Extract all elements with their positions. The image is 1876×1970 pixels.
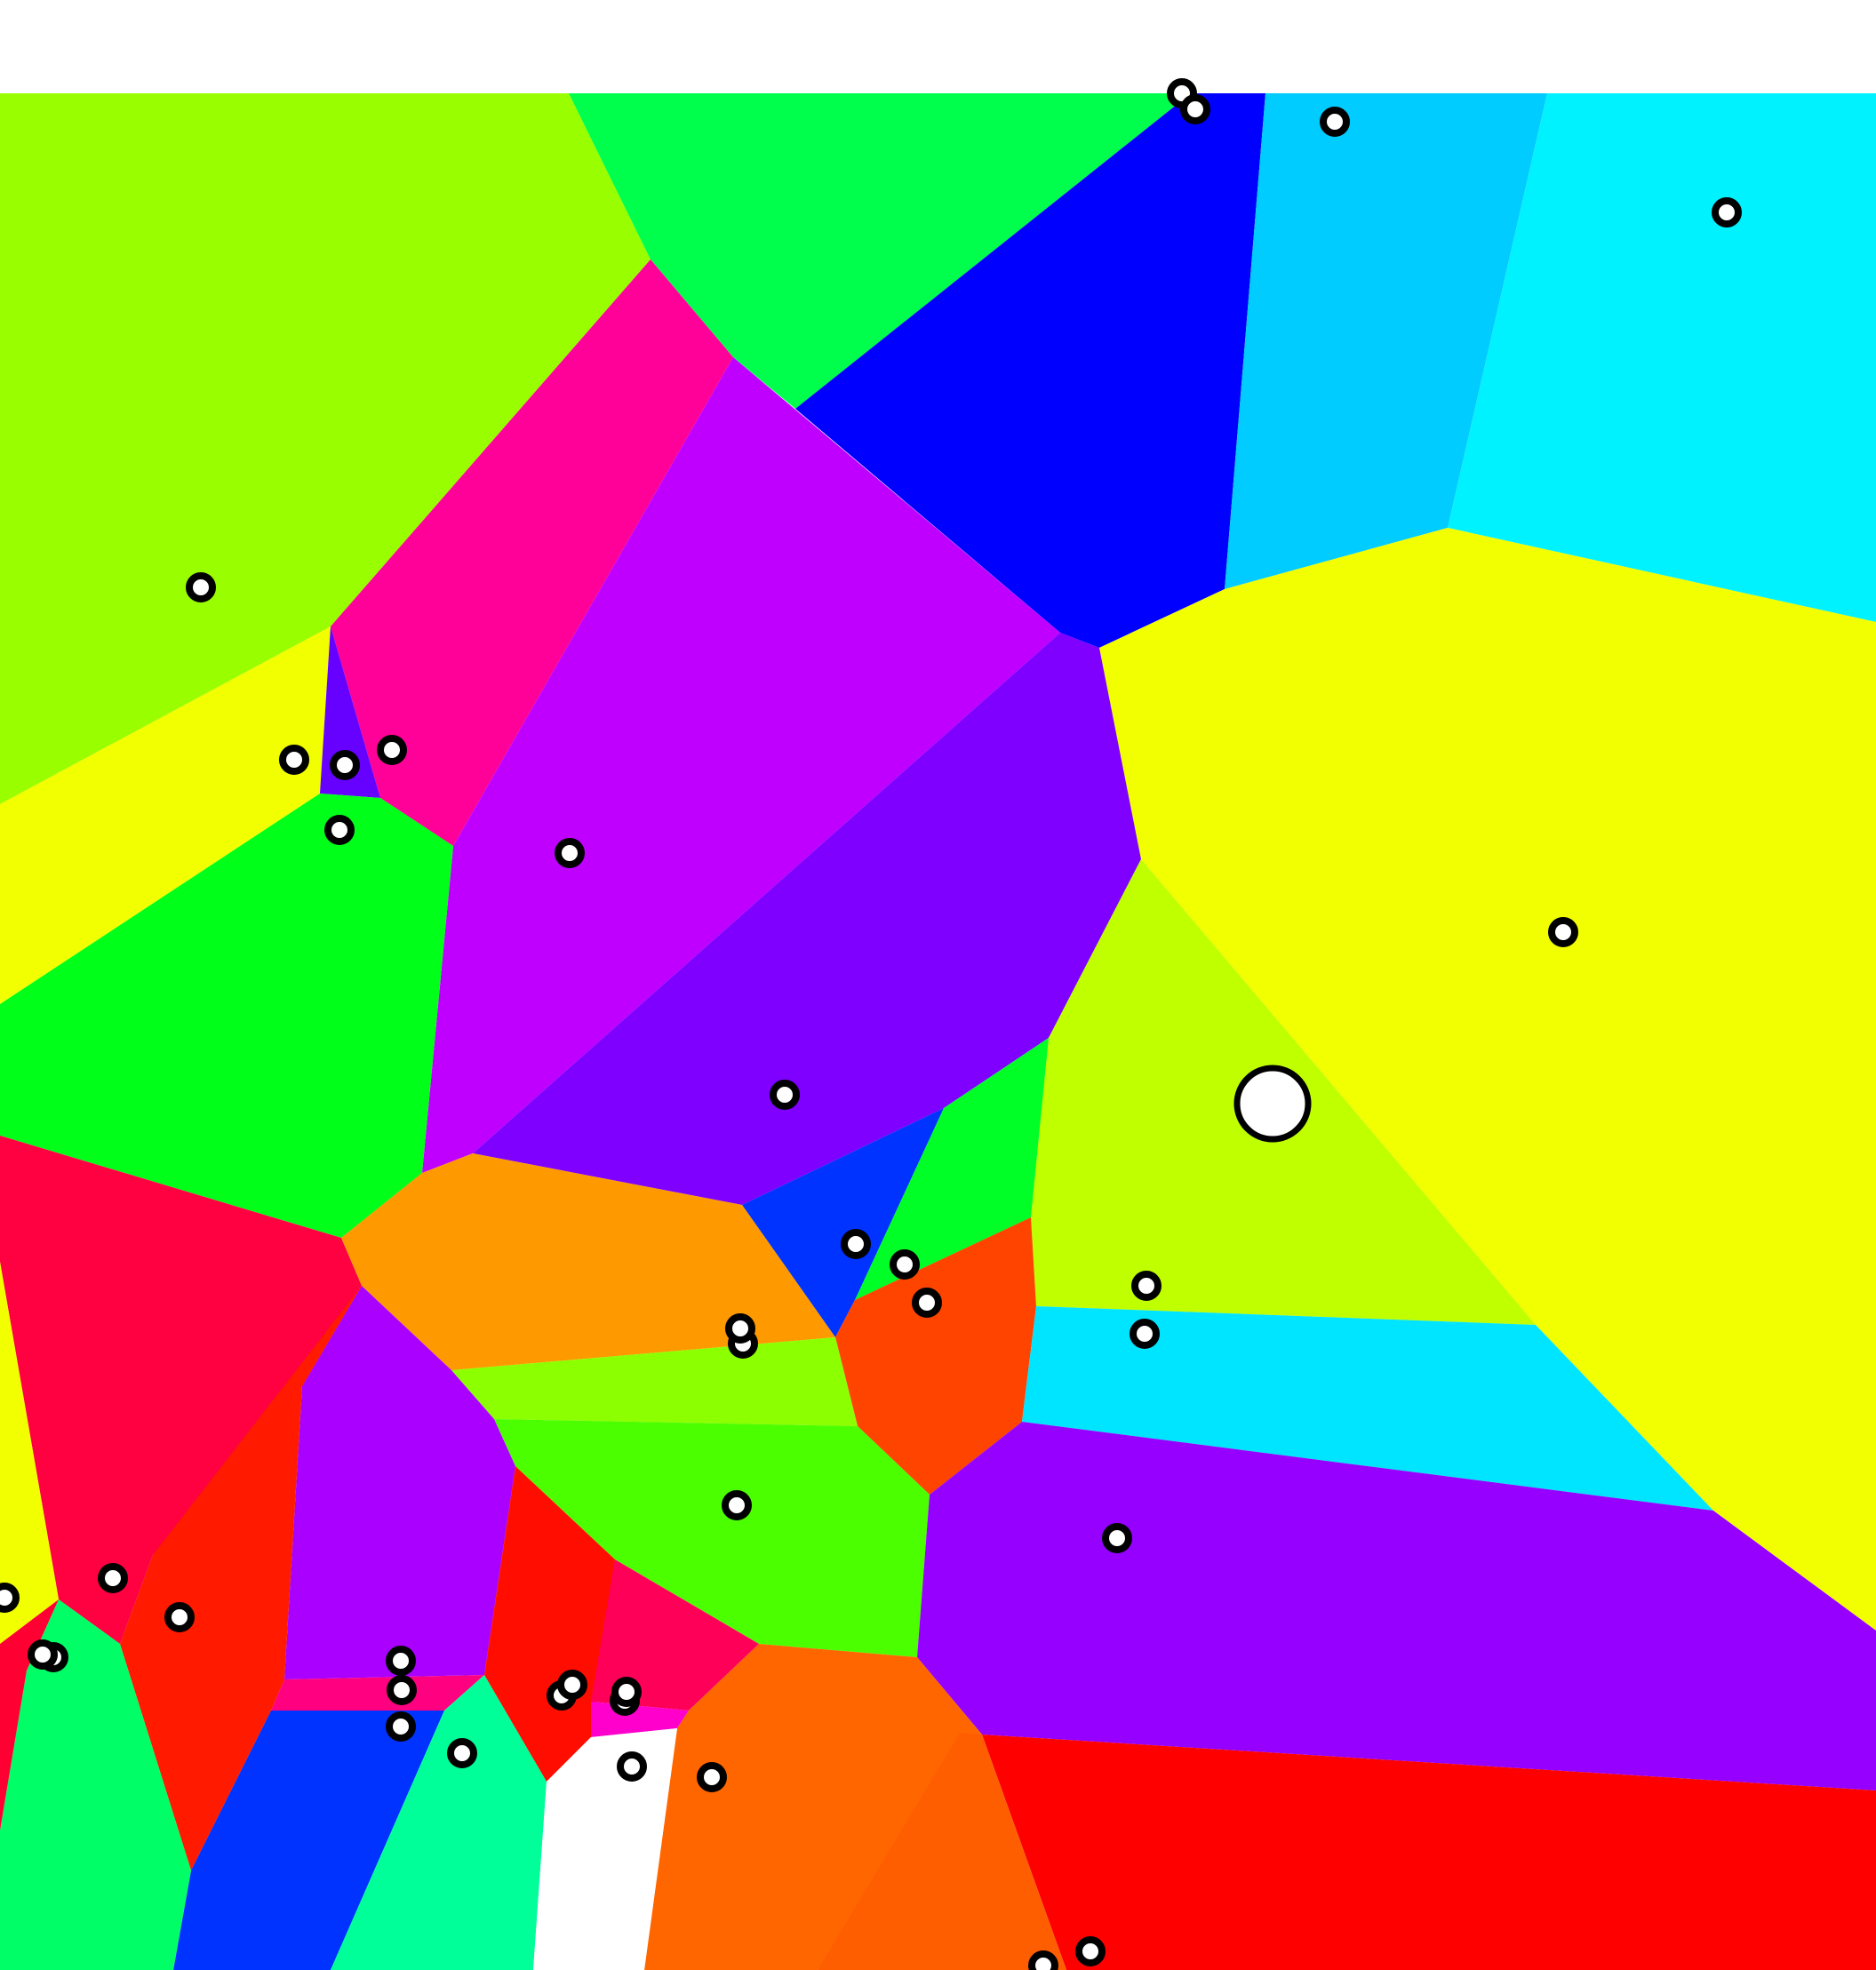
cell-red-bottom-right xyxy=(982,1735,1876,1970)
cell-purple-center xyxy=(422,357,1060,1173)
cell-mint-bottom xyxy=(331,1675,547,1970)
cell-red-small-lower xyxy=(484,1466,615,1782)
site-marker xyxy=(725,1313,755,1344)
site-marker xyxy=(28,1639,58,1670)
cell-yellow-left xyxy=(0,626,331,1004)
cell-orange-bottom-2 xyxy=(818,1733,1066,1970)
site-marker xyxy=(186,572,216,602)
cell-violet-center xyxy=(473,633,1141,1205)
cell-aqua-right xyxy=(1022,1306,1713,1511)
cell-yellow-far-left xyxy=(0,1262,59,1644)
cell-white-bottom xyxy=(533,1728,677,1970)
site-marker xyxy=(387,1675,417,1705)
cell-crimson-bottom-left xyxy=(0,1599,59,1830)
site-marker xyxy=(1028,1950,1058,1970)
site-marker xyxy=(697,1762,727,1792)
cell-violet-lower-right xyxy=(917,1422,1876,1791)
site-marker xyxy=(1130,1319,1160,1349)
cell-pink-strip xyxy=(271,1675,484,1711)
cell-orange-red-center xyxy=(835,1217,1036,1495)
cell-blue-bottom xyxy=(173,1711,444,1970)
cell-magenta-pink xyxy=(331,259,733,846)
site-marker xyxy=(912,1288,942,1318)
cell-orange-center xyxy=(341,1153,835,1370)
cell-cyan-top-right xyxy=(1448,93,1876,622)
cell-yellow-right xyxy=(1099,528,1876,1631)
cell-blue-small xyxy=(742,1108,944,1337)
site-marker-large xyxy=(1233,1065,1312,1143)
cell-green-lower xyxy=(494,1419,930,1657)
site-marker xyxy=(1548,917,1578,947)
cell-pink-lower xyxy=(591,1559,759,1711)
cell-lime-top-left xyxy=(0,93,651,804)
site-marker xyxy=(617,1751,647,1782)
site-marker xyxy=(722,1490,752,1520)
site-marker xyxy=(1320,107,1350,137)
site-marker xyxy=(164,1602,195,1632)
site-marker xyxy=(377,735,407,765)
cell-purple-lower xyxy=(284,1286,515,1679)
site-marker xyxy=(557,1670,587,1700)
cell-green-top xyxy=(569,93,1191,409)
cell-red-lower-left xyxy=(120,1286,362,1870)
cell-green-bottom-left xyxy=(0,1599,191,1970)
site-marker xyxy=(386,1711,416,1742)
site-marker xyxy=(1075,1936,1106,1966)
site-marker xyxy=(1180,94,1210,124)
site-marker xyxy=(841,1229,871,1259)
cell-crimson-left xyxy=(0,1136,362,1644)
site-marker xyxy=(611,1677,642,1707)
site-marker xyxy=(279,745,309,775)
site-marker xyxy=(1712,197,1742,227)
cell-sky-top xyxy=(1225,93,1547,589)
cell-green-small xyxy=(855,1038,1049,1300)
site-markers xyxy=(0,78,1742,1970)
site-marker xyxy=(447,1738,477,1768)
cell-green-left xyxy=(0,794,453,1238)
site-marker xyxy=(386,1646,416,1676)
site-marker xyxy=(770,1080,800,1110)
cell-blue-top xyxy=(795,93,1265,648)
site-marker xyxy=(330,750,360,780)
cell-orange-bottom xyxy=(644,1644,982,1970)
site-marker xyxy=(1131,1271,1162,1301)
site-marker xyxy=(890,1249,920,1280)
site-marker xyxy=(324,815,355,845)
site-marker xyxy=(98,1563,128,1593)
site-marker xyxy=(555,838,585,868)
site-marker xyxy=(0,1583,20,1613)
site-marker xyxy=(1102,1523,1132,1553)
cell-lime-center xyxy=(451,1337,858,1426)
voronoi-cells xyxy=(0,93,1876,1970)
